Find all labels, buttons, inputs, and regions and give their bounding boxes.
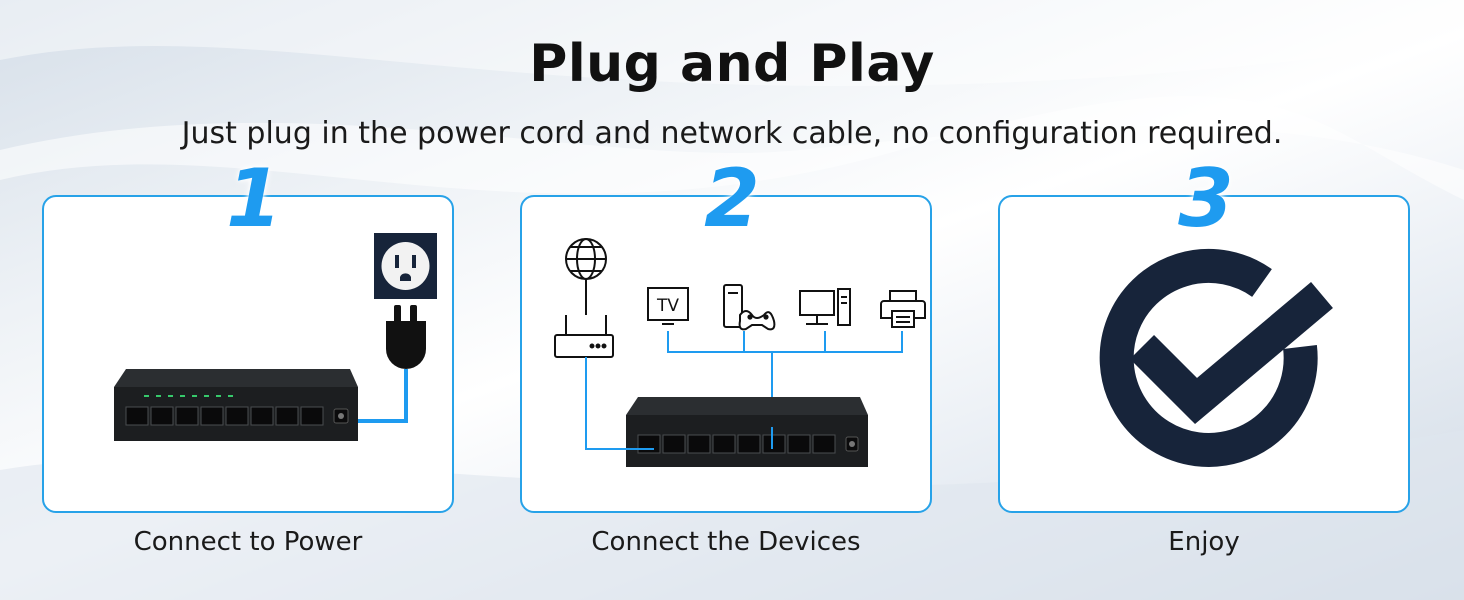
printer-icon xyxy=(880,290,926,328)
step-2-illustration: TV xyxy=(554,238,926,467)
ethernet-port xyxy=(687,434,711,454)
step-1-panel: 1 xyxy=(42,159,454,513)
port-led xyxy=(156,395,161,397)
ethernet-port xyxy=(125,406,149,426)
page-title: Plug and Play xyxy=(529,34,935,94)
step-1-caption: Connect to Power xyxy=(133,527,363,557)
ethernet-port xyxy=(812,434,836,454)
port-led xyxy=(216,395,221,397)
step-2-panel: TV xyxy=(520,159,932,513)
game-console-icon xyxy=(723,284,776,331)
checkmark-circle-icon xyxy=(1099,248,1333,467)
ethernet-port xyxy=(175,406,199,426)
ethernet-port xyxy=(662,434,686,454)
ethernet-port xyxy=(275,406,299,426)
page-subtitle: Just plug in the power cord and network … xyxy=(181,116,1283,151)
ethernet-port xyxy=(200,406,224,426)
ethernet-port xyxy=(300,406,324,426)
tv-icon: TV xyxy=(647,287,689,325)
port-led xyxy=(180,395,185,397)
ethernet-port xyxy=(787,434,811,454)
desktop-computer-icon xyxy=(799,288,851,326)
step-number: 1 xyxy=(226,152,282,245)
port-led xyxy=(204,395,209,397)
step-2-caption: Connect the Devices xyxy=(591,527,861,557)
step-number: 3 xyxy=(1178,152,1234,245)
ethernet-port xyxy=(637,434,661,454)
step-3-panel: 3 xyxy=(998,159,1410,513)
step-3-caption: Enjoy xyxy=(1168,527,1240,557)
router-icon xyxy=(554,315,614,358)
ethernet-port xyxy=(712,434,736,454)
tv-label: TV xyxy=(656,296,679,316)
port-led xyxy=(168,395,173,397)
step-3-illustration xyxy=(1099,248,1333,467)
step-1-illustration xyxy=(114,233,437,441)
ethernet-port xyxy=(737,434,761,454)
network-switch xyxy=(114,369,358,441)
ethernet-port xyxy=(225,406,249,426)
globe-icon xyxy=(565,238,607,280)
ethernet-port xyxy=(762,434,786,454)
ethernet-port xyxy=(250,406,274,426)
network-switch xyxy=(626,397,868,467)
power-plug-icon xyxy=(386,305,426,369)
port-led xyxy=(192,395,197,397)
ethernet-port xyxy=(150,406,174,426)
port-led xyxy=(228,395,233,397)
step-number: 2 xyxy=(704,152,760,245)
power-outlet-icon xyxy=(374,233,437,299)
port-led xyxy=(144,395,149,397)
